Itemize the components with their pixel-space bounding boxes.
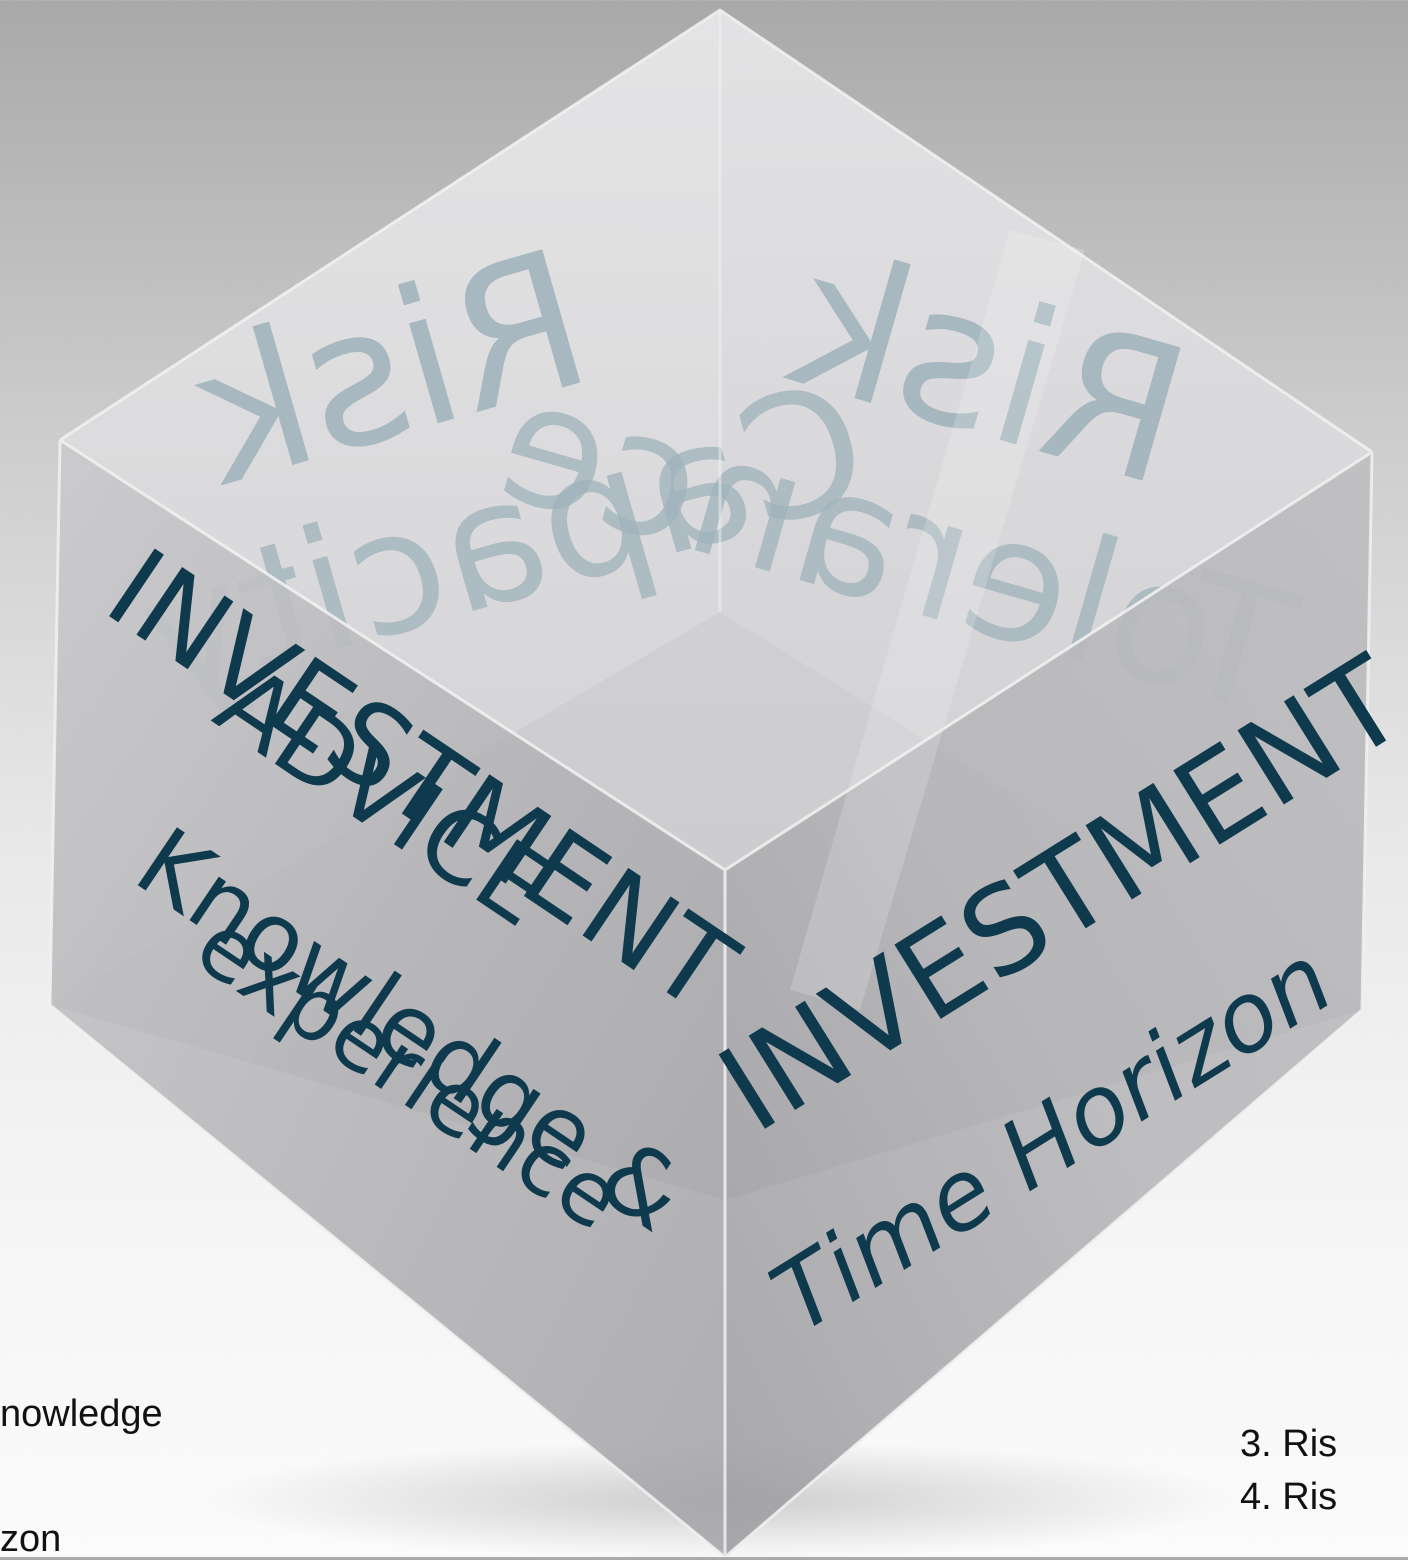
right-fragment-item3: 3. Ris — [1240, 1423, 1338, 1465]
glass-highlight — [790, 230, 1085, 1010]
left-fragment-knowledge: nowledge — [0, 1393, 163, 1435]
cube-right-face — [725, 452, 1372, 1557]
cube-left-face — [50, 440, 725, 1557]
right-fragment-item4: 4. Ris — [1240, 1476, 1338, 1518]
cube-top-glass — [60, 10, 1372, 870]
cube-edges — [48, 8, 1374, 1557]
left-fragment-horizon: zon — [0, 1518, 62, 1560]
